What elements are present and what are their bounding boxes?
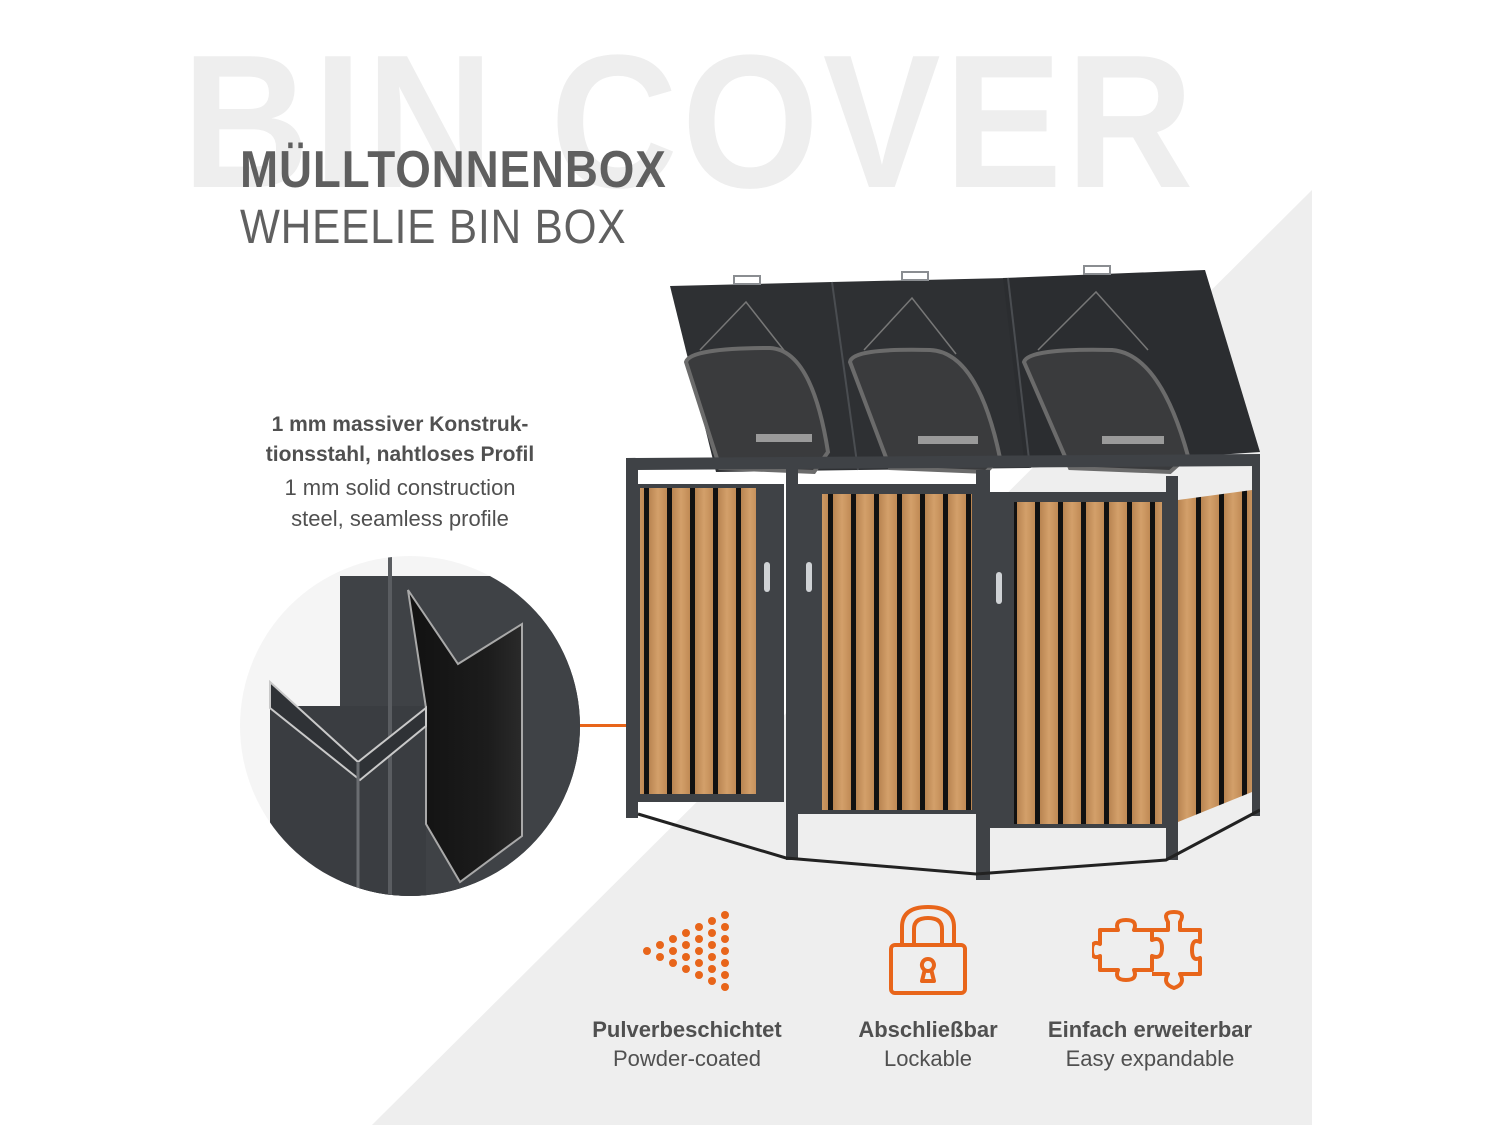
feature-powder-coated: Pulverbeschichtet Powder-coated	[577, 900, 797, 1074]
spray-dots-icon	[577, 900, 797, 1000]
feature-label-german: Einfach erweiterbar	[1047, 1017, 1253, 1042]
page-title-english: WHEELIE BIN BOX	[240, 201, 627, 254]
feature-expandable: Einfach erweiterbar Easy expandable	[1040, 900, 1260, 1074]
page-title-german: MÜLLTONNENBOX	[240, 141, 667, 199]
wheelie-bin-box-image	[626, 265, 1260, 880]
feature-label-german: Abschließbar	[858, 1017, 998, 1042]
feature-label-german: Pulverbeschichtet	[592, 1017, 782, 1042]
steel-profile-callout: 1 mm massiver Konstruk- tionsstahl, naht…	[240, 410, 560, 534]
watermark-text: BIN COVER	[182, 16, 1198, 228]
steel-profile-detail	[240, 556, 580, 896]
padlock-icon	[818, 900, 1038, 1000]
feature-lockable: Abschließbar Lockable	[818, 900, 1038, 1074]
feature-label-english: Easy expandable	[1065, 1046, 1235, 1071]
puzzle-icon	[1040, 900, 1260, 1000]
feature-label-english: Powder-coated	[613, 1046, 761, 1071]
callout-text-english: 1 mm solid construction steel, seamless …	[284, 475, 516, 531]
callout-text-german: 1 mm massiver Konstruk- tionsstahl, naht…	[265, 413, 535, 466]
feature-label-english: Lockable	[883, 1046, 973, 1071]
